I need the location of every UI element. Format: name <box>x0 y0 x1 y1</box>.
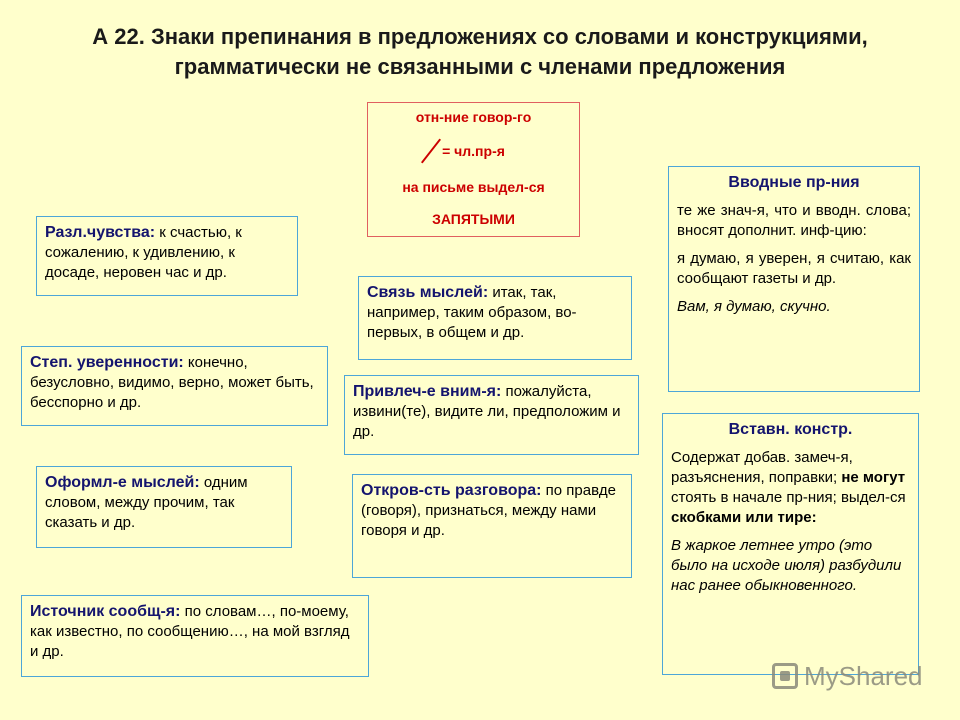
thoughts-form-text: одним словом, между прочим, так сказать … <box>45 474 248 531</box>
connection-head: Связь мыслей: <box>367 284 489 301</box>
attention-head: Привлеч-е вним-я: <box>353 383 502 400</box>
feelings-box: Разл.чувства: к счастью, к сожалению, к … <box>36 216 298 296</box>
frankness-head: Откров-сть разговора: <box>361 482 542 499</box>
confidence-head: Степ. уверенности: <box>30 354 184 371</box>
thoughts-form-box: Оформл-е мыслей: одним словом, между про… <box>36 466 292 548</box>
insert-p1b: не могут <box>841 469 906 486</box>
connection-text: итак, так, например, таким образом, во-п… <box>367 284 577 341</box>
center-line-4: ЗАПЯТЫМИ <box>432 211 515 227</box>
center-line-2: = чл.пр-я <box>442 143 505 159</box>
confidence-text: конечно, безусловно, видимо, верно, може… <box>30 354 314 411</box>
insert-head: Вставн. констр. <box>728 421 853 438</box>
source-text: по словам…, по-моему, как известно, по с… <box>30 603 350 660</box>
source-head: Источник сообщ-я: <box>30 603 181 620</box>
source-box: Источник сообщ-я: по словам…, по-моему, … <box>21 595 369 677</box>
frankness-box: Откров-сть разговора: по правде (говоря)… <box>352 474 632 578</box>
title-line-2: грамматически не связанными с членами пр… <box>174 54 786 79</box>
confidence-box: Степ. уверенности: конечно, безусловно, … <box>21 346 328 426</box>
title-line-1: А 22. Знаки препинания в предложениях со… <box>92 24 868 49</box>
insert-example: В жаркое летнее утро (это было на исходе… <box>671 537 902 594</box>
feelings-head: Разл.чувства: <box>45 224 156 241</box>
thoughts-form-head: Оформл-е мыслей: <box>45 474 200 491</box>
intro-example: Вам, я думаю, скучно. <box>677 298 831 315</box>
intro-p1: те же знач-я, что и вводн. слова; вносят… <box>677 202 911 239</box>
feelings-text: к счастью, к сожалению, к удивлению, к д… <box>45 224 242 281</box>
insert-p1d: скобками или тире: <box>671 509 817 526</box>
watermark-text: MyShared <box>804 660 923 691</box>
connection-box: Связь мыслей: итак, так, например, таким… <box>358 276 632 360</box>
insert-p1a: Содержат добав. замеч-я, разъяснения, по… <box>671 449 853 486</box>
center-line-3: на письме выдел-ся <box>402 179 545 195</box>
insert-construction-box: Вставн. констр. Содержат добав. замеч-я,… <box>662 413 919 675</box>
page-title: А 22. Знаки препинания в предложениях со… <box>0 22 960 82</box>
watermark: MyShared <box>772 658 952 694</box>
center-line-1: отн-ние говор-го <box>415 109 532 125</box>
insert-p1c: стоять в начале пр-ния; выдел-ся <box>671 489 906 506</box>
myshared-logo-icon <box>772 663 798 689</box>
intro-p2: я думаю, я уверен, я считаю, как сообщаю… <box>677 250 911 287</box>
attention-box: Привлеч-е вним-я: пожалуйста, извини(те)… <box>344 375 639 455</box>
center-rule-box: отн-ние говор-го = чл.пр-я на письме выд… <box>367 102 580 237</box>
frankness-text: по правде (говоря), признаться, между на… <box>361 482 616 539</box>
intro-head: Вводные пр-ния <box>728 174 860 191</box>
attention-text: пожалуйста, извини(те), видите ли, предп… <box>353 383 621 440</box>
insert-p1: Содержат добав. замеч-я, разъяснения, по… <box>671 448 910 528</box>
intro-sentences-box: Вводные пр-ния те же знач-я, что и вводн… <box>668 166 920 392</box>
